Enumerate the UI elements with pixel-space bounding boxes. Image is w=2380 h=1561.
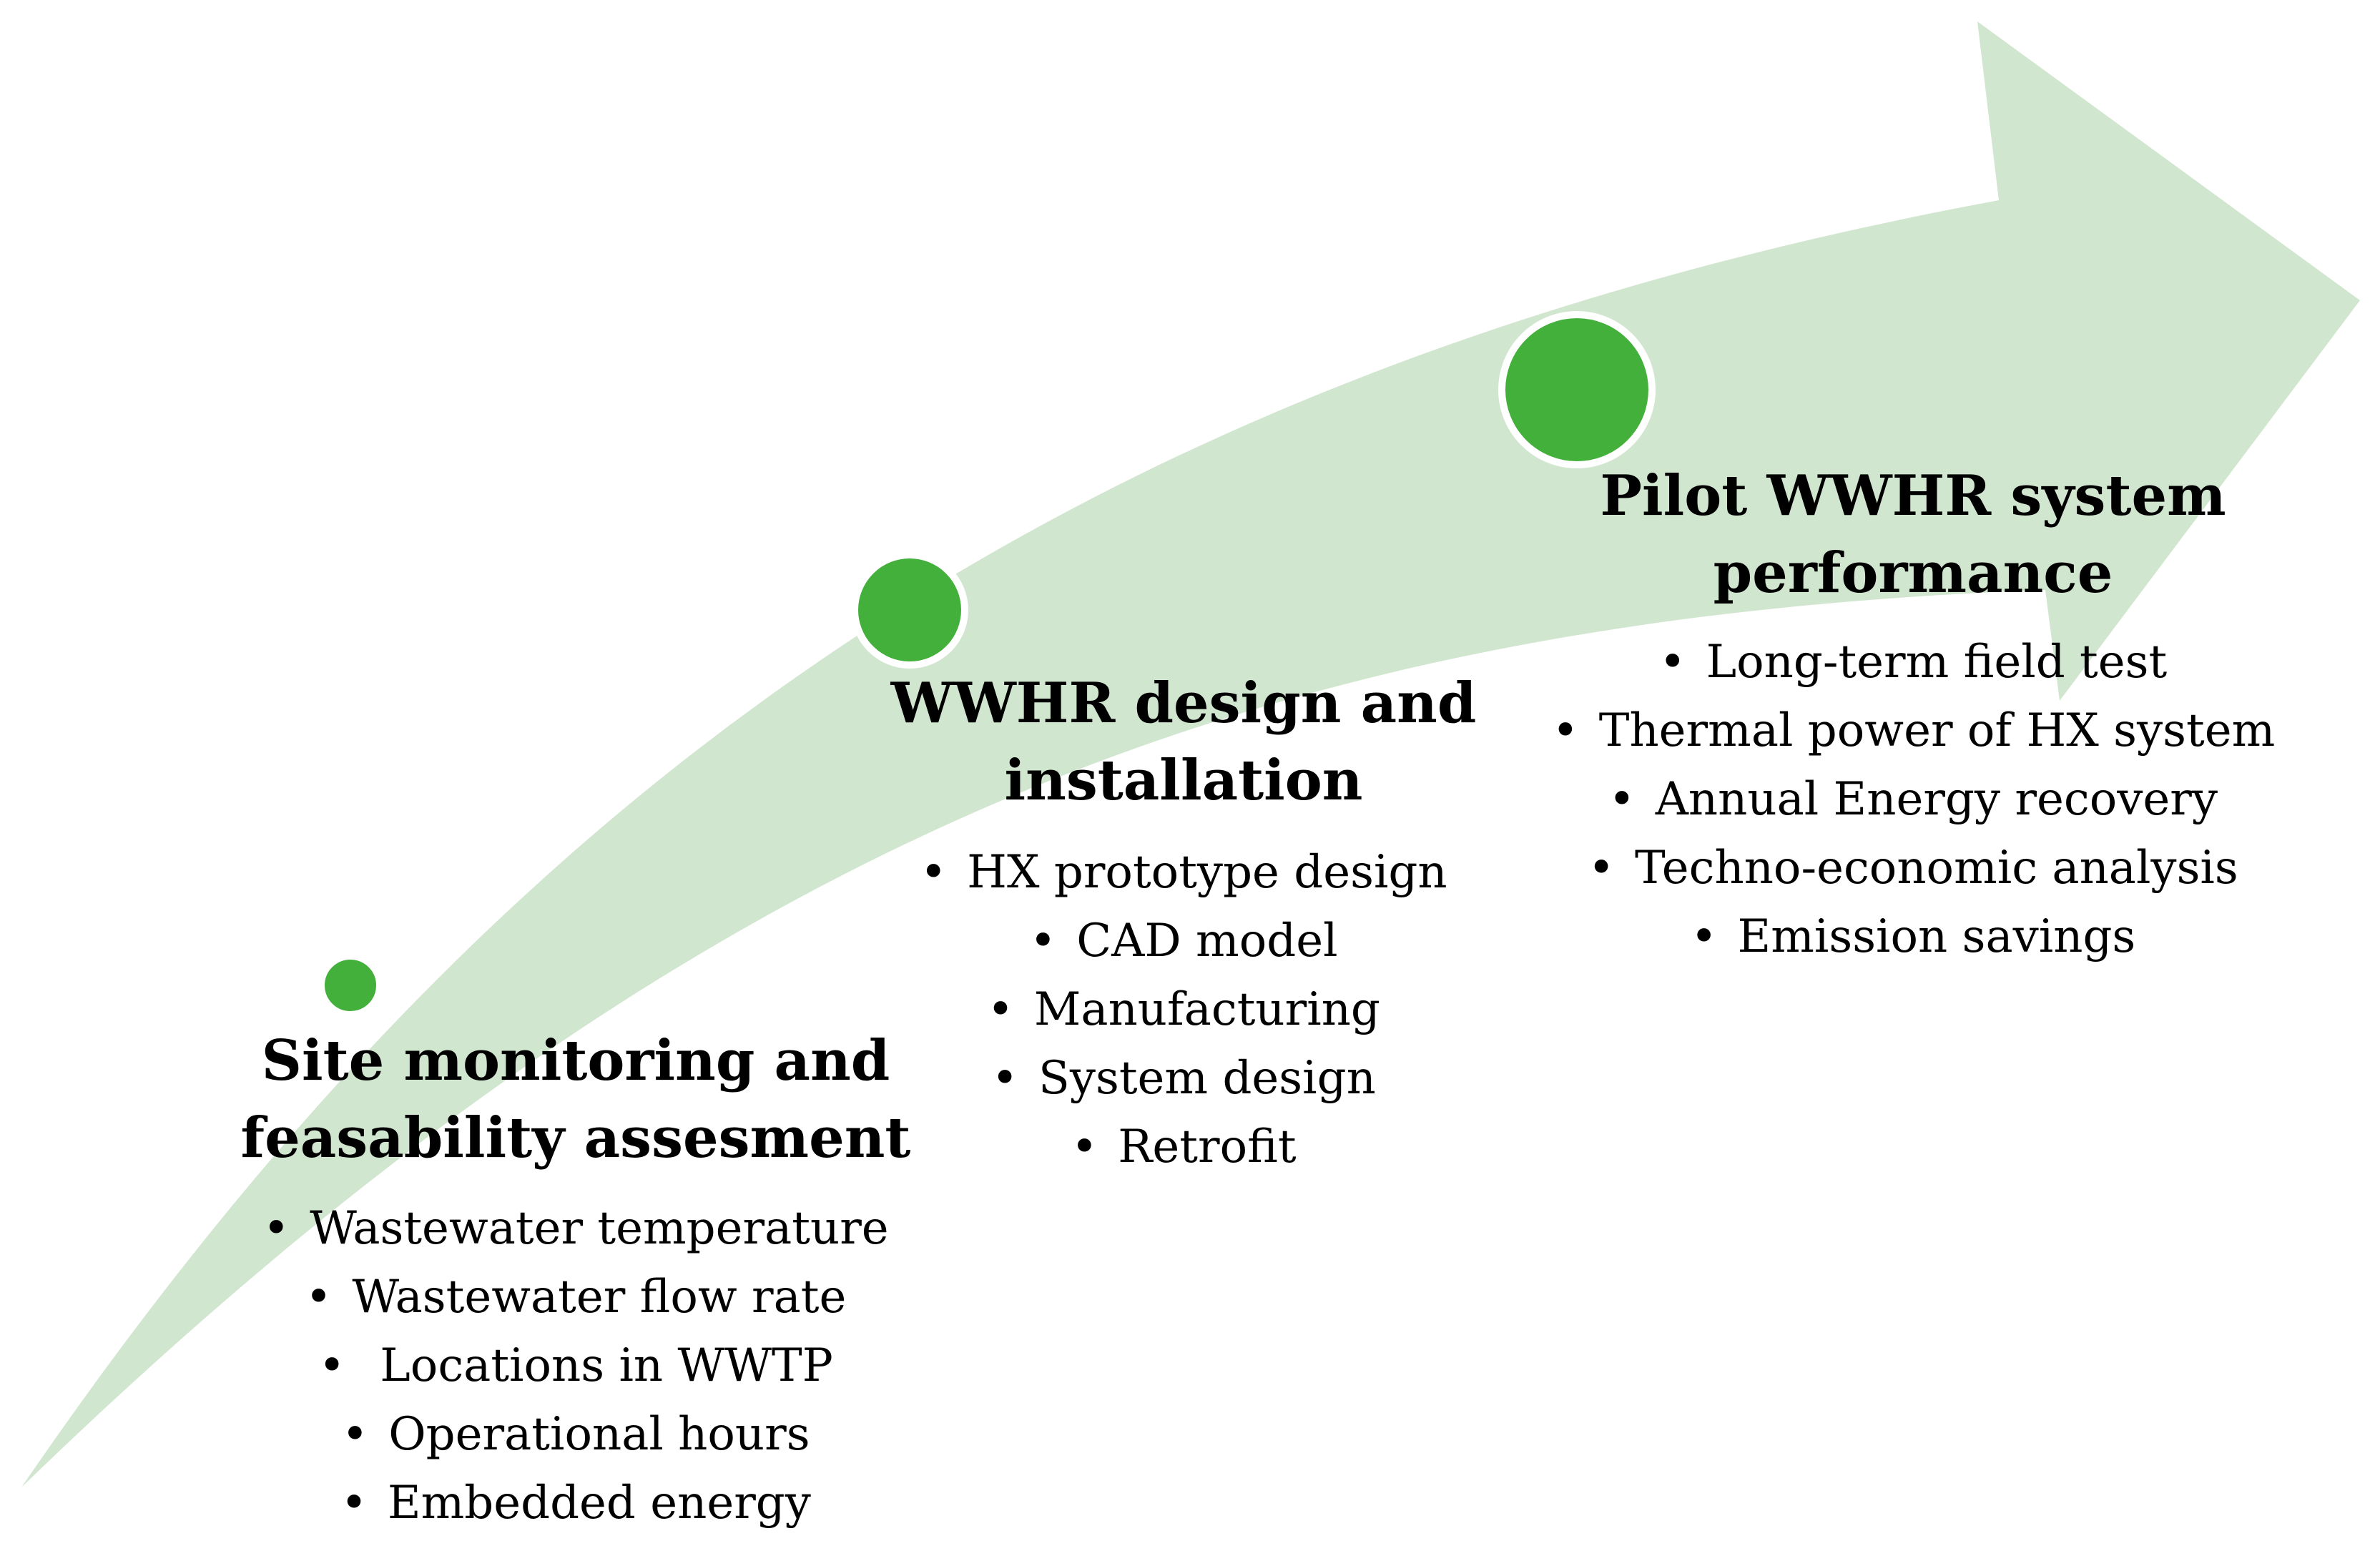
list-item: Long-term field test	[1552, 628, 2274, 696]
stage-title-line: feasability assesment	[240, 1105, 911, 1171]
list-item: CAD model	[844, 907, 1523, 975]
stage-title-line: WWHR design and	[890, 671, 1477, 736]
list-item: System design	[844, 1044, 1523, 1113]
curved-arrow-shape	[21, 21, 2360, 1487]
milestone-circle-small	[319, 954, 382, 1017]
stage-title-line: Pilot WWHR system	[1600, 463, 2226, 528]
stage-item-list: Wastewater temperature Wastewater flow r…	[236, 1194, 915, 1537]
stage-pilot-performance: Pilot WWHR system performance Long-term …	[1552, 458, 2276, 971]
stage-title-line: performance	[1713, 541, 2113, 606]
stage-title-line: installation	[1004, 748, 1363, 813]
list-item: Wastewater flow rate	[236, 1263, 915, 1331]
stage-item-list: HX prototype design CAD model Manufactur…	[844, 838, 1523, 1181]
milestone-circle-medium	[851, 551, 968, 669]
stage-site-monitoring: Site monitoring and feasability assesmen…	[236, 1023, 915, 1537]
stage-item-list: Long-term field test Thermal power of HX…	[1552, 628, 2276, 971]
milestone-circle-large	[1498, 311, 1656, 468]
list-item: Emission savings	[1552, 902, 2274, 971]
stage-title: Pilot WWHR system performance	[1552, 458, 2274, 612]
list-item: Locations in WWTP	[236, 1331, 915, 1400]
stage-title: Site monitoring and feasability assesmen…	[236, 1023, 915, 1177]
list-item: Retrofit	[844, 1113, 1523, 1181]
stage-title: WWHR design and installation	[844, 665, 1523, 819]
stage-wwhr-design: WWHR design and installation HX prototyp…	[844, 665, 1523, 1181]
list-item: Annual Energy recovery	[1552, 765, 2274, 834]
list-item: Manufacturing	[844, 975, 1523, 1044]
list-item: Operational hours	[236, 1400, 915, 1469]
stage-title-line: Site monitoring and	[261, 1028, 890, 1093]
list-item: HX prototype design	[844, 838, 1523, 907]
list-item: Embedded energy	[236, 1469, 915, 1537]
list-item: Wastewater temperature	[236, 1194, 915, 1263]
list-item: Thermal power of HX system	[1552, 696, 2276, 765]
list-item: Techno-economic analysis	[1552, 834, 2274, 902]
